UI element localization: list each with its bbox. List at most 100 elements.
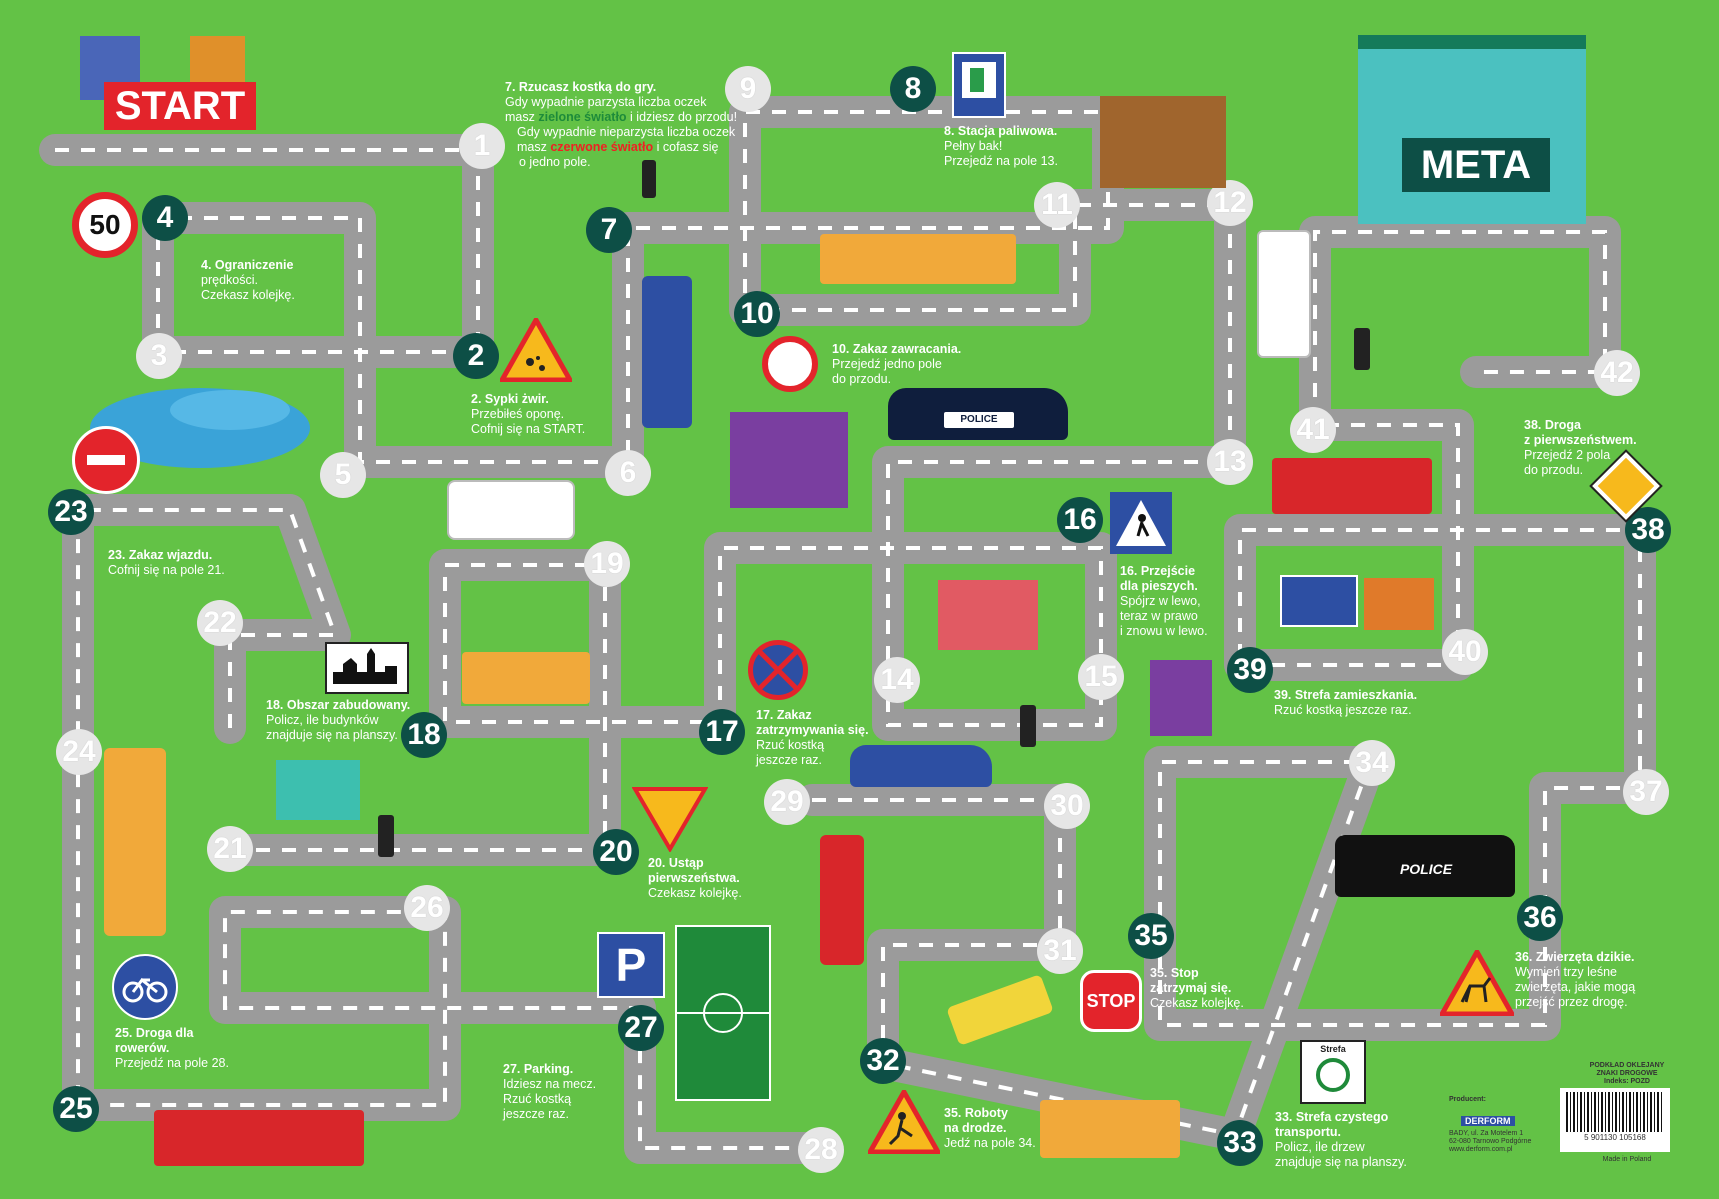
fuel-station-sign [952, 52, 1006, 118]
field-30[interactable]: 30 [1044, 783, 1090, 829]
brown-buildings [1100, 96, 1226, 188]
field-3[interactable]: 3 [136, 333, 182, 379]
field-26[interactable]: 26 [404, 885, 450, 931]
producer-label: Producent: [1449, 1096, 1486, 1103]
traffic-light-icon [378, 815, 394, 857]
tow-crane-truck [820, 234, 1016, 284]
field-17[interactable]: 17 [699, 709, 745, 755]
built-up-area-sign [325, 642, 409, 694]
field-16[interactable]: 16 [1057, 497, 1103, 543]
field-2[interactable]: 2 [453, 333, 499, 379]
rule-7: 7. Rzucasz kostką do gry. Gdy wypadnie p… [505, 80, 738, 169]
field-10[interactable]: 10 [734, 291, 780, 337]
ambulance-side [447, 480, 575, 540]
field-11[interactable]: 11 [1034, 182, 1080, 228]
rule-10: 10. Zakaz zawracania.Przejedź jedno pole… [832, 342, 962, 386]
field-15[interactable]: 15 [1078, 654, 1124, 700]
field-12[interactable]: 12 [1207, 180, 1253, 226]
yield-sign [632, 787, 708, 852]
police-car: POLICE [888, 388, 1068, 440]
concrete-mixer [462, 652, 590, 704]
field-38[interactable]: 38 [1625, 507, 1671, 553]
field-27[interactable]: 27 [618, 1005, 664, 1051]
field-32[interactable]: 32 [860, 1038, 906, 1084]
field-19[interactable]: 19 [584, 541, 630, 587]
field-35[interactable]: 35 [1128, 913, 1174, 959]
field-14[interactable]: 14 [874, 657, 920, 703]
police-suv: POLICE [1335, 835, 1515, 897]
field-39[interactable]: 39 [1227, 647, 1273, 693]
brand-logo: DERFORM [1461, 1116, 1515, 1126]
traffic-light-icon [1020, 705, 1036, 747]
field-24[interactable]: 24 [56, 729, 102, 775]
field-37[interactable]: 37 [1623, 769, 1669, 815]
field-7[interactable]: 7 [586, 207, 632, 253]
stop-sign: STOP [1080, 970, 1142, 1032]
orange-buildings [1364, 578, 1434, 630]
field-34[interactable]: 34 [1349, 740, 1395, 786]
police-suv-label: POLICE [1399, 861, 1453, 877]
field-6[interactable]: 6 [605, 450, 651, 496]
field-36[interactable]: 36 [1517, 895, 1563, 941]
road-works-sign [868, 1090, 940, 1154]
wild-animals-sign [1440, 950, 1514, 1016]
fire-truck [1272, 458, 1432, 514]
field-18[interactable]: 18 [401, 712, 447, 758]
clean-zone-label: Strefa [1320, 1044, 1346, 1054]
field-41[interactable]: 41 [1290, 407, 1336, 453]
field-9[interactable]: 9 [725, 66, 771, 112]
rule-39: 39. Strefa zamieszkania.Rzuć kostką jesz… [1274, 688, 1418, 717]
field-1[interactable]: 1 [459, 123, 505, 169]
ambulance-top [1257, 230, 1311, 358]
speed-limit-sign: 50 [72, 192, 138, 258]
field-29[interactable]: 29 [764, 779, 810, 825]
purple-buildings [730, 412, 848, 508]
blue-car [850, 745, 992, 787]
field-23[interactable]: 23 [48, 489, 94, 535]
meta-building [1358, 35, 1586, 224]
bus-blue [642, 276, 692, 428]
field-8[interactable]: 8 [890, 66, 936, 112]
field-28[interactable]: 28 [798, 1127, 844, 1173]
field-42[interactable]: 42 [1594, 350, 1640, 396]
football-field [675, 925, 771, 1101]
rule-18: 18. Obszar zabudowany.Policz, ile budynk… [266, 698, 411, 742]
field-21[interactable]: 21 [207, 826, 253, 872]
field-25[interactable]: 25 [53, 1086, 99, 1132]
field-22[interactable]: 22 [197, 600, 243, 646]
police-car-label: POLICE [944, 412, 1014, 428]
field-31[interactable]: 31 [1037, 928, 1083, 974]
field-40[interactable]: 40 [1442, 629, 1488, 675]
purple-building [1150, 660, 1212, 736]
start-label: START [104, 82, 256, 130]
field-20[interactable]: 20 [593, 829, 639, 875]
field-13[interactable]: 13 [1207, 439, 1253, 485]
no-entry-sign [72, 426, 140, 494]
no-u-turn-sign [762, 336, 818, 392]
meta-label: META [1402, 138, 1550, 192]
field-4[interactable]: 4 [142, 195, 188, 241]
fire-truck-bottom [154, 1110, 364, 1166]
field-33[interactable]: 33 [1217, 1120, 1263, 1166]
red-buildings [938, 580, 1038, 650]
bicycle-path-sign [112, 954, 178, 1020]
field-5[interactable]: 5 [320, 452, 366, 498]
barcode-number: 5 901130 105168 [1584, 1133, 1646, 1142]
rule-23: 23. Zakaz wjazdu.Cofnij się na pole 21. [108, 548, 225, 577]
tow-truck-vertical [104, 748, 166, 936]
teal-buildings [276, 760, 360, 820]
mobile-crane [1040, 1100, 1180, 1158]
bus-red [820, 835, 864, 965]
